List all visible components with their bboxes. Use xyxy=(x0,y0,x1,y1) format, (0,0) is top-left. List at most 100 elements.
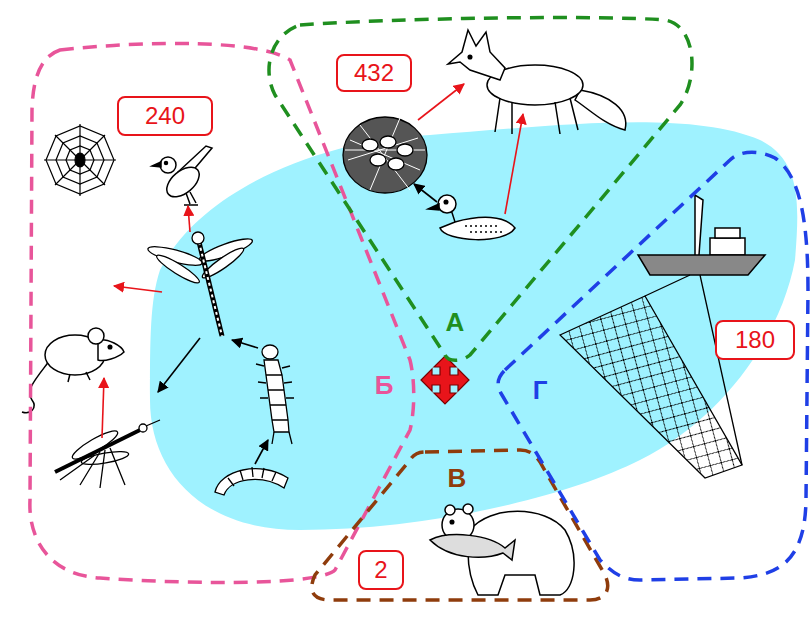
bird xyxy=(152,162,161,167)
mosquito xyxy=(60,420,160,488)
region-outline xyxy=(25,35,420,595)
larva xyxy=(256,345,294,444)
fox xyxy=(575,90,626,130)
larva xyxy=(262,345,278,359)
worm xyxy=(215,467,288,495)
four-way-arrow xyxy=(421,356,469,404)
food-arrow xyxy=(418,84,464,120)
nest xyxy=(362,139,378,151)
food-chain-region: Г 180 xyxy=(492,145,812,585)
count-box: 2 xyxy=(358,550,404,590)
food-arrow xyxy=(114,286,162,292)
food-chain-region: Б 240 xyxy=(25,35,420,595)
four-way-arrow xyxy=(421,356,469,404)
region-outline xyxy=(498,152,808,580)
dragonfly xyxy=(192,232,204,244)
bird xyxy=(165,162,168,165)
food-arrow xyxy=(232,340,258,348)
food-arrow xyxy=(414,184,437,202)
ship xyxy=(695,195,703,255)
fox xyxy=(468,55,472,59)
count-number: 2 xyxy=(374,558,387,582)
bear xyxy=(445,505,455,515)
region-letter: В xyxy=(448,465,467,491)
dragonfly xyxy=(154,252,202,287)
spider-web xyxy=(44,124,116,196)
mosquito xyxy=(139,424,147,432)
nest xyxy=(370,154,386,166)
dragonfly xyxy=(146,232,254,336)
count-box: 180 xyxy=(715,320,795,360)
duck xyxy=(465,226,505,232)
count-number: 180 xyxy=(735,328,775,352)
lake xyxy=(150,122,797,530)
nest xyxy=(345,118,425,190)
count-number: 432 xyxy=(354,61,394,85)
count-box: 240 xyxy=(117,96,213,136)
nest xyxy=(343,117,427,193)
larva xyxy=(256,364,294,444)
fishing-net xyxy=(560,275,742,478)
food-chain-region: В2 xyxy=(300,440,620,608)
worm xyxy=(228,467,276,486)
nest xyxy=(343,117,427,193)
region-letter: А xyxy=(446,309,465,335)
mosquito xyxy=(55,430,140,472)
region-outline xyxy=(30,43,414,582)
bird xyxy=(184,192,198,205)
fox xyxy=(448,30,626,134)
fishing-net xyxy=(560,296,742,478)
spider-web xyxy=(75,153,85,167)
count-number: 240 xyxy=(145,104,185,128)
mouse xyxy=(88,328,104,344)
region-outline xyxy=(269,18,692,361)
fox xyxy=(495,98,578,134)
food-arrow xyxy=(158,338,200,392)
worm xyxy=(215,469,288,495)
ship xyxy=(715,228,740,238)
food-arrow xyxy=(255,440,268,464)
mouse xyxy=(22,360,50,413)
mouse xyxy=(68,372,90,382)
food-chain-region: А 432 xyxy=(260,10,705,370)
bird xyxy=(152,146,212,205)
bird xyxy=(160,157,176,173)
nest xyxy=(388,158,404,170)
ship xyxy=(638,195,765,275)
larva xyxy=(264,360,289,432)
duck xyxy=(440,217,515,239)
spider-web xyxy=(44,124,116,196)
duck xyxy=(438,195,456,213)
region-outline xyxy=(312,450,608,600)
region-outline xyxy=(492,145,812,585)
ship xyxy=(638,255,765,275)
food-arrow xyxy=(102,84,523,464)
food-arrow xyxy=(188,206,190,232)
bear xyxy=(430,504,574,595)
dragonfly xyxy=(199,242,222,336)
region-letter: Г xyxy=(533,377,548,403)
duck xyxy=(428,195,515,240)
duck xyxy=(428,204,439,210)
food-arrow xyxy=(505,114,523,214)
bear xyxy=(430,535,515,560)
bear xyxy=(450,520,454,524)
nest xyxy=(397,144,413,156)
bear xyxy=(463,504,473,514)
mouse xyxy=(22,328,124,413)
duck xyxy=(444,200,448,204)
lake xyxy=(150,122,797,530)
region-letter: Б xyxy=(375,372,394,398)
food-arrow xyxy=(102,378,104,438)
count-box: 432 xyxy=(336,54,412,92)
fox xyxy=(448,30,505,80)
mosquito xyxy=(55,420,160,488)
region-outline xyxy=(260,10,705,370)
mouse xyxy=(108,345,112,349)
mouse xyxy=(98,340,124,361)
ship xyxy=(710,238,745,255)
dragonfly xyxy=(199,242,222,336)
